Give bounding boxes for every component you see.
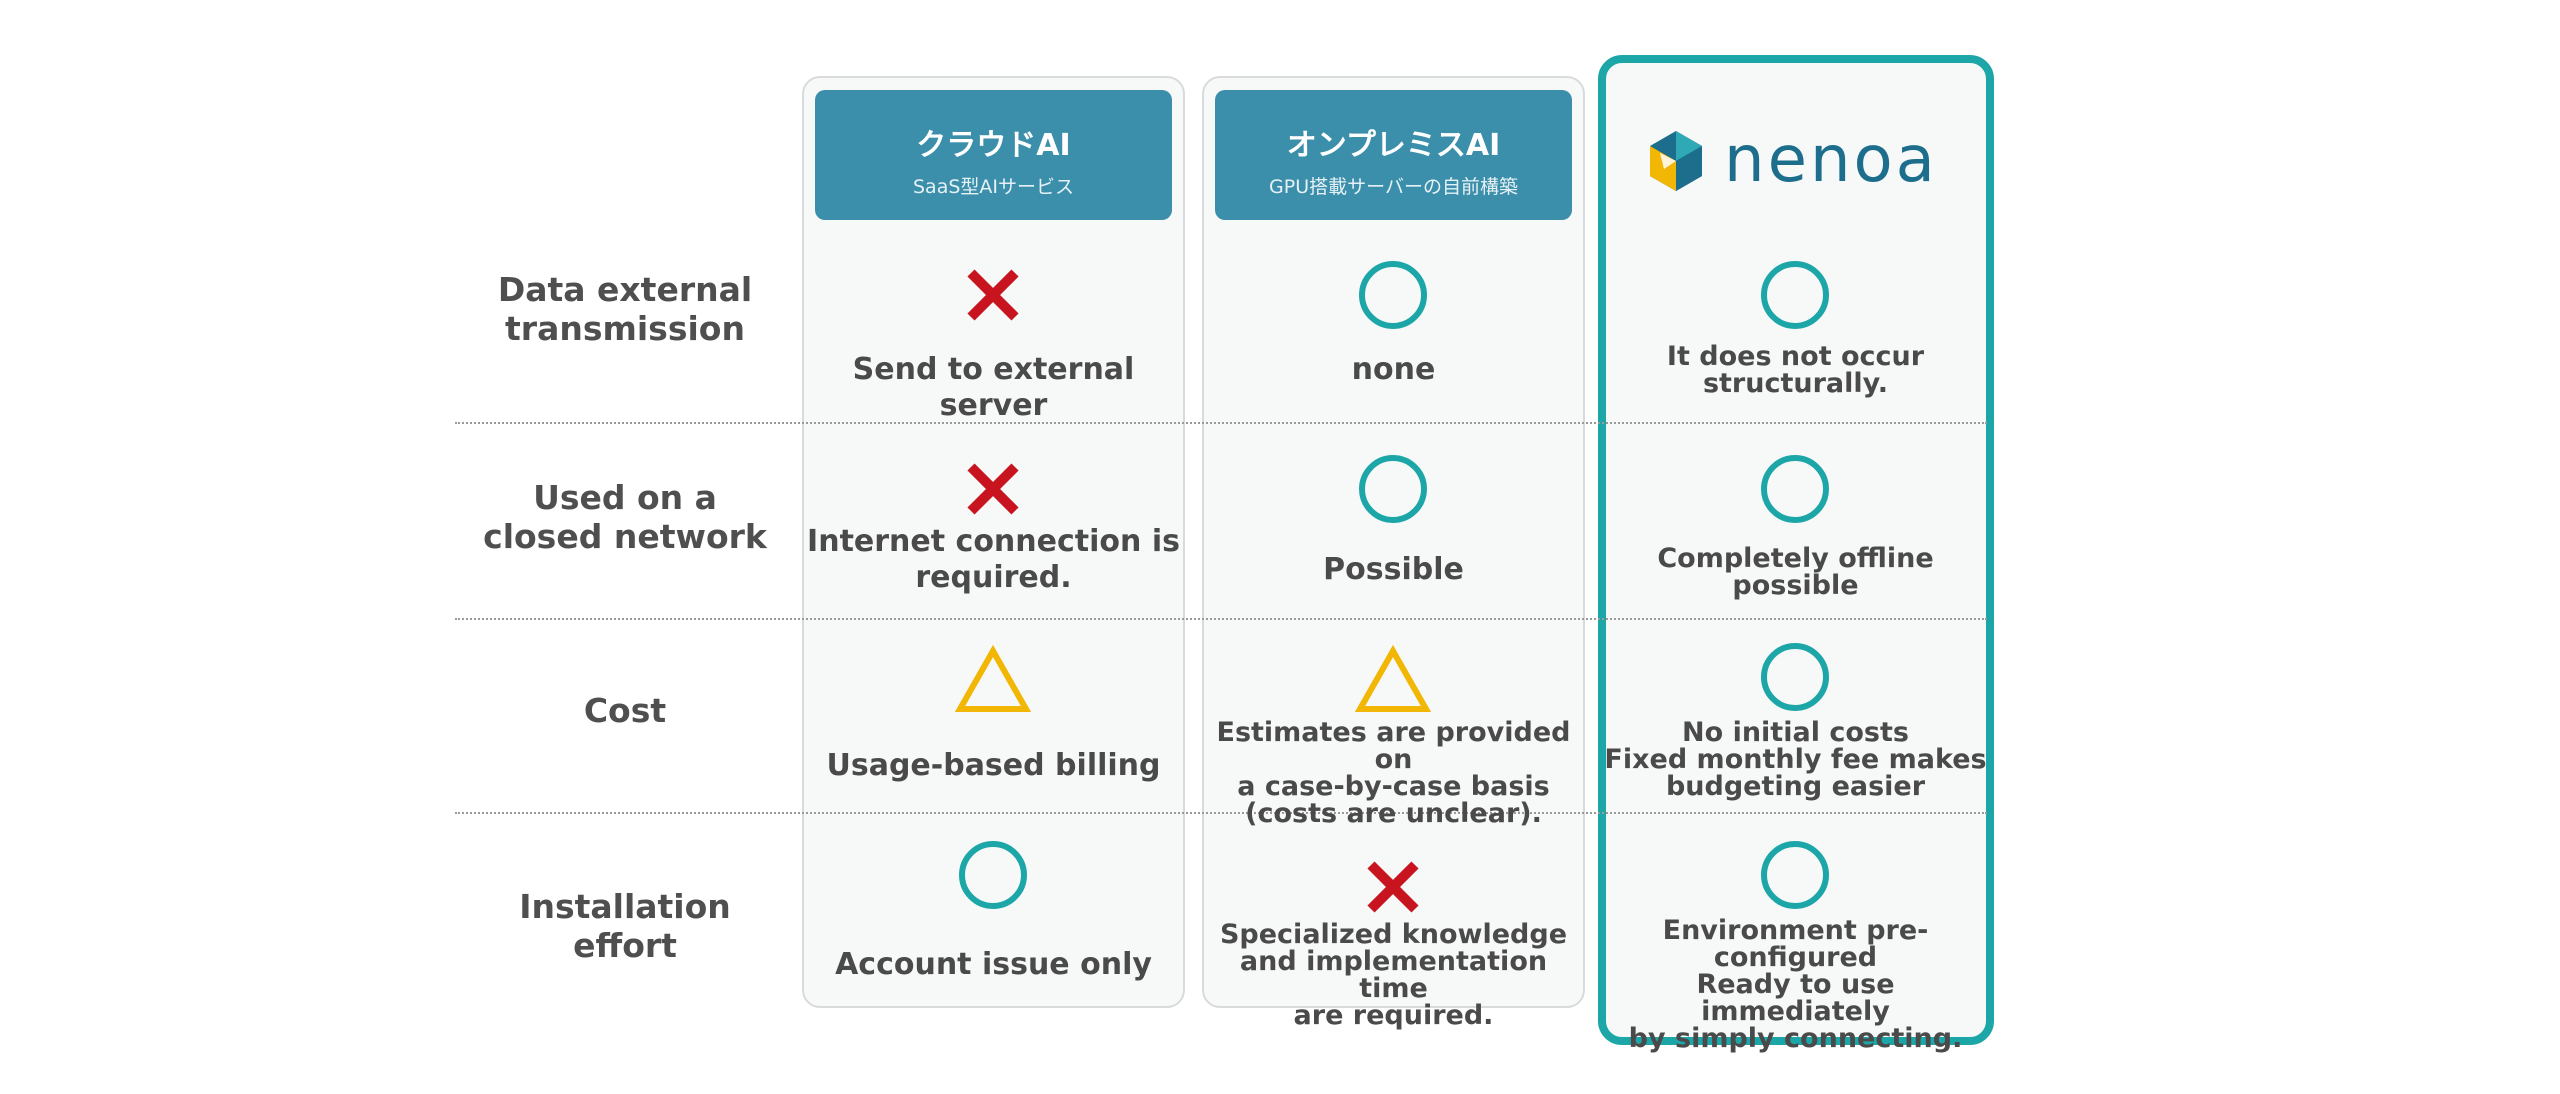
row-label-installation: Installation effort: [460, 887, 790, 965]
cloud-ai-column: クラウドAI SaaS型AIサービス: [802, 76, 1185, 1008]
cell-text: Environment pre- configured Ready to use…: [1604, 917, 1987, 1052]
cell-line: budgeting easier: [1665, 771, 1926, 802]
circle-icon: [953, 835, 1033, 915]
cross-icon: [953, 449, 1033, 529]
row-label-line: Data external: [497, 270, 753, 309]
row-label-line: Installation: [519, 887, 731, 926]
nenoa-logo-text: nenoa: [1724, 123, 1938, 197]
cell-text: none: [1202, 352, 1585, 388]
cell-line: Account issue only: [835, 947, 1152, 982]
cell-line: Usage-based billing: [826, 748, 1161, 783]
cell-line: Completely offline: [1657, 543, 1934, 574]
circle-icon: [1755, 835, 1835, 915]
row-divider: [455, 422, 1987, 424]
cell-line: Ready to use immediately: [1696, 969, 1895, 1027]
cell-text: Usage-based billing: [802, 748, 1185, 784]
cell-line: structurally.: [1702, 368, 1889, 399]
nenoa-column: nenoa: [1598, 55, 1994, 1045]
cell-line: Possible: [1323, 552, 1464, 587]
cell-text: Send to external server: [802, 352, 1185, 424]
cell-line: Estimates are provided on: [1216, 717, 1571, 775]
cell-line: a case-by-case basis: [1237, 771, 1550, 802]
cell-line: by simply connecting.: [1628, 1023, 1963, 1054]
circle-icon: [1755, 449, 1835, 529]
triangle-icon: [1353, 641, 1433, 721]
cell-line: and implementation time: [1239, 946, 1548, 1004]
circle-icon: [1353, 255, 1433, 335]
cloud-ai-subtitle: SaaS型AIサービス: [912, 176, 1074, 198]
cloud-ai-title: クラウドAI: [916, 128, 1071, 163]
row-label-line: effort: [573, 926, 677, 965]
triangle-icon: [953, 641, 1033, 721]
cell-line: No initial costs: [1682, 717, 1909, 748]
onprem-ai-column: オンプレミスAI GPU搭載サーバーの自前構築: [1202, 76, 1585, 1008]
cloud-ai-header: クラウドAI SaaS型AIサービス: [815, 90, 1172, 220]
cell-text: Possible: [1202, 552, 1585, 588]
nenoa-logo-icon: [1650, 131, 1702, 191]
cell-text: Completely offline possible: [1604, 545, 1987, 599]
row-label-line: Used on a: [533, 478, 717, 517]
cell-line: Internet connection is: [807, 524, 1180, 559]
cell-line: Fixed monthly fee makes: [1604, 744, 1987, 775]
cell-line: possible: [1732, 570, 1859, 601]
cell-line: Send to external server: [852, 352, 1135, 423]
cell-text: Estimates are provided on a case-by-case…: [1202, 719, 1585, 827]
cell-text: No initial costs Fixed monthly fee makes…: [1604, 719, 1987, 800]
row-label-line: closed network: [483, 517, 767, 556]
cell-line: configured: [1713, 942, 1878, 973]
circle-icon: [1353, 449, 1433, 529]
cross-icon: [953, 255, 1033, 335]
cell-line: It does not occur: [1666, 341, 1925, 372]
row-label-line: transmission: [505, 309, 745, 348]
row-label-cost: Cost: [460, 691, 790, 730]
cell-line: Environment pre-: [1662, 915, 1929, 946]
onprem-ai-title: オンプレミスAI: [1286, 128, 1501, 163]
cell-text: Internet connection is required.: [802, 524, 1185, 596]
circle-icon: [1755, 255, 1835, 335]
cross-icon: [1353, 847, 1433, 927]
row-divider: [455, 618, 1987, 620]
onprem-ai-header: オンプレミスAI GPU搭載サーバーの自前構築: [1215, 90, 1572, 220]
cell-text: It does not occur structurally.: [1604, 343, 1987, 397]
cell-line: (costs are unclear).: [1245, 798, 1542, 829]
circle-icon: [1755, 637, 1835, 717]
onprem-ai-subtitle: GPU搭載サーバーの自前構築: [1269, 176, 1518, 198]
row-label-closed-network: Used on a closed network: [460, 478, 790, 556]
row-divider: [455, 812, 1987, 814]
cell-text: Specialized knowledge and implementation…: [1202, 921, 1585, 1029]
cell-line: required.: [915, 560, 1072, 595]
row-label-data-transmission: Data external transmission: [460, 270, 790, 348]
cell-line: are required.: [1293, 1000, 1494, 1031]
cell-text: Account issue only: [802, 947, 1185, 983]
cell-line: Specialized knowledge: [1219, 919, 1568, 950]
cell-line: none: [1351, 352, 1436, 387]
row-label-line: Cost: [583, 691, 667, 730]
